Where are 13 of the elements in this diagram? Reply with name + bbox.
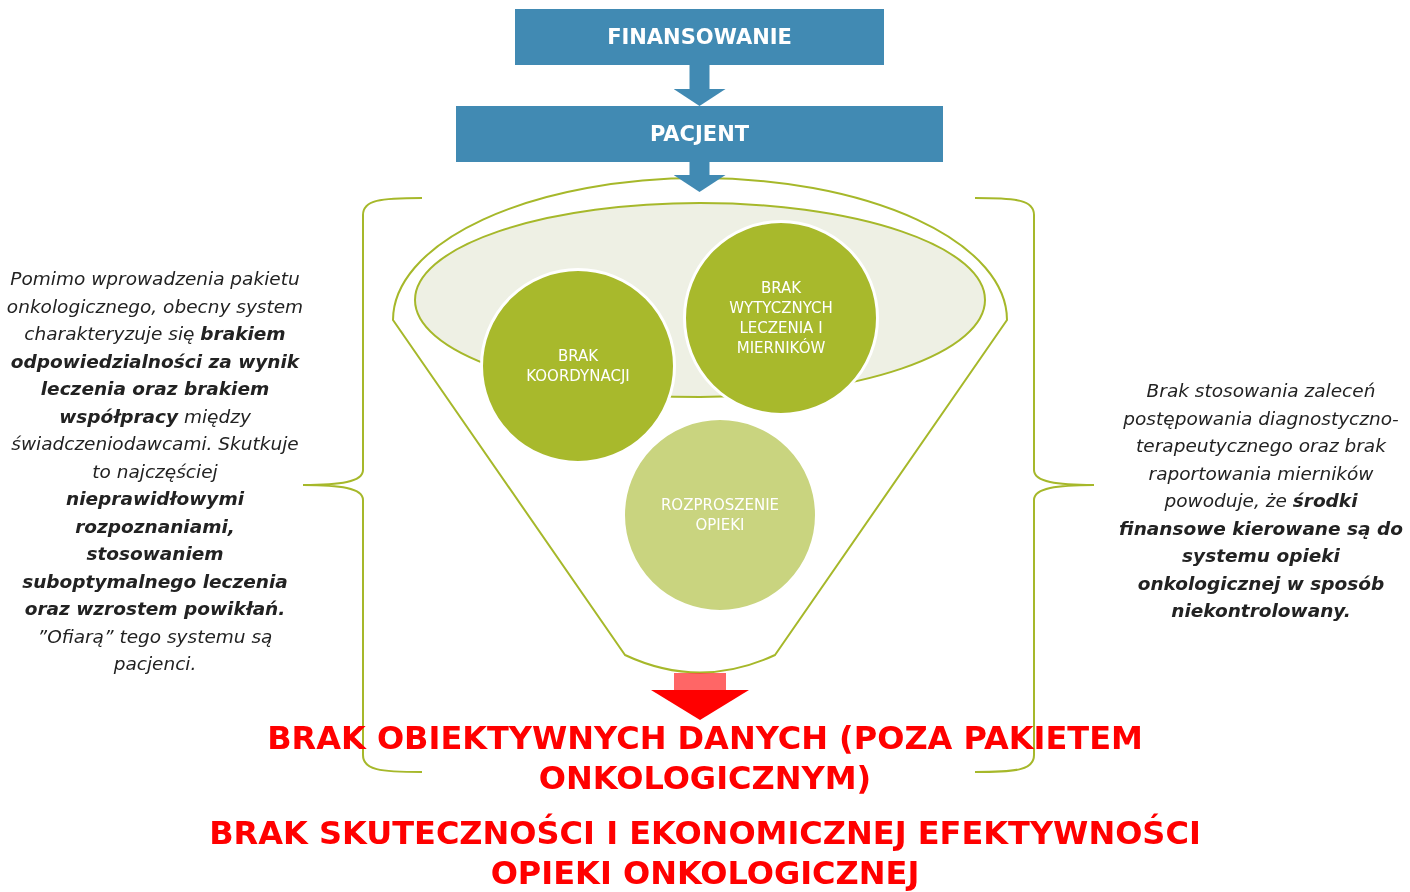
box-label: PACJENT (649, 122, 750, 146)
circle-label: ROZPROSZENIE OPIEKI (659, 494, 781, 536)
box-label: FINANSOWANIE (607, 25, 792, 49)
block-arrow (651, 673, 749, 720)
conclusion-text: BRAK SKUTECZNOŚCI I EKONOMICZNEJ EFEKTYWNOŚCI OPIEKI ONKOLOGICZNEJ (208, 813, 1202, 892)
block-arrow (673, 65, 726, 106)
description-text: Pomimo wprowadzenia pakietu onkologicznego, obecny system charakteryzuje się brakiem odpowiedzialności za wynik leczenia oraz brakiem współpracy między świadczeniodawcami. Skutkuje to najczęściej nieprawidłowymi rozpoznaniami, stosowaniem suboptymalnego leczenia oraz wzrostem powikłań. ”Ofiarą” tego systemu są pacjenci. (5, 267, 305, 676)
process-box (515, 9, 884, 65)
process-box (456, 106, 943, 162)
circle-label: BRAK KOORDYNACJI (525, 345, 631, 387)
description-text: Brak stosowania zaleceń postępowania diagnostyczno-terapeutycznego oraz brak raportowania mierników powoduje, że środki finansowe kierowane są do systemu opieki onkologicznej w sposób niekontrolowany. (1118, 379, 1404, 623)
circle-label: BRAK WYTYCZNYCH LECZENIA I MIERNIKÓW (728, 277, 834, 359)
block-arrow (673, 162, 726, 192)
